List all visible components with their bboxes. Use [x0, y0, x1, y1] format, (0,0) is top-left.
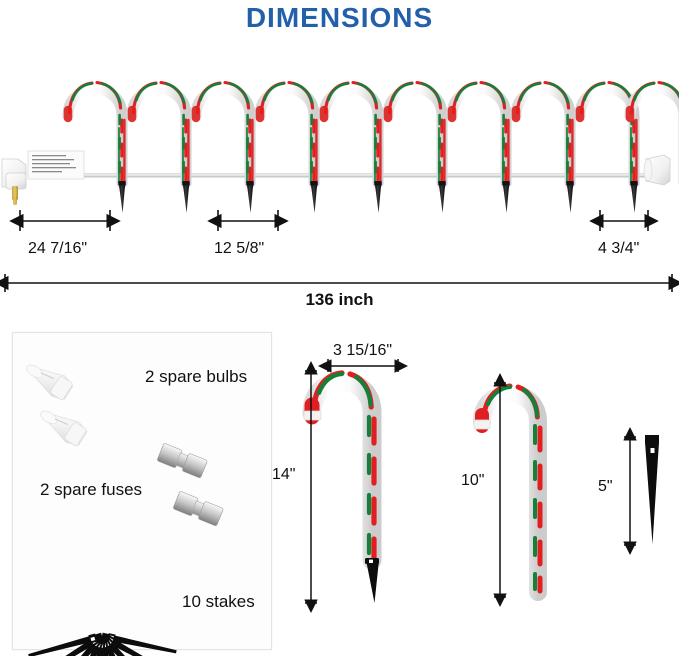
- spacing-dimension-row: [0, 205, 679, 245]
- total-length-dimension: [0, 272, 679, 296]
- large-cane-height-dimension: [303, 361, 319, 613]
- small-cane-height-label: 10": [461, 472, 485, 489]
- stake-height-dimension: [622, 427, 638, 555]
- candy-cane: [260, 83, 318, 214]
- dimension-arrow-end-spacing: [589, 210, 659, 231]
- first-spacing-label: 24 7/16": [28, 240, 88, 257]
- spare-fuse: [157, 443, 208, 478]
- white-end-connector: [643, 154, 671, 186]
- large-cane-detail: [300, 355, 430, 605]
- page-title: DIMENSIONS: [245, 2, 434, 33]
- dimension-arrow-first-spacing: [9, 210, 121, 231]
- spare-bulb: [26, 364, 74, 400]
- small-cane-detail: [470, 370, 590, 601]
- spare-bulbs-label: 2 spare bulbs: [145, 367, 248, 386]
- candy-cane: [516, 83, 574, 214]
- candy-cane: [132, 83, 190, 214]
- large-cane-height-label: 14": [272, 466, 296, 483]
- small-cane-height-dimension: [492, 373, 508, 607]
- candy-cane: [324, 83, 382, 214]
- spare-bulbs-group: [26, 352, 158, 462]
- dimension-arrow-cane-spacing: [207, 210, 289, 231]
- string-svg: [1, 55, 679, 215]
- stakes-fan-group: [22, 548, 182, 656]
- candy-cane: [388, 83, 446, 214]
- spare-bulb: [40, 410, 88, 446]
- large-cane-width-dimension: [318, 358, 408, 374]
- candy-cane: [452, 83, 510, 214]
- stake-detail: [640, 432, 674, 550]
- stake-height-label: 5": [598, 478, 613, 495]
- stakes-label: 10 stakes: [182, 592, 255, 611]
- spare-fuses-label: 2 spare fuses: [40, 480, 143, 499]
- warning-label-tag: [27, 150, 85, 180]
- string-wire: [28, 173, 648, 178]
- spare-fuse: [173, 491, 224, 526]
- candy-cane: [196, 83, 254, 214]
- white-plug-with-gold-prongs: [1, 158, 27, 205]
- candy-cane-string-diagram: [0, 55, 679, 215]
- cane-spacing-label: 12 5/8": [214, 240, 265, 257]
- large-cane-width-label: 3 15/16": [333, 342, 393, 359]
- end-spacing-label: 4 3/4": [598, 240, 640, 257]
- spare-fuses-group: [157, 437, 268, 537]
- candy-cane: [68, 83, 126, 214]
- total-length-label: 136 inch: [305, 290, 374, 309]
